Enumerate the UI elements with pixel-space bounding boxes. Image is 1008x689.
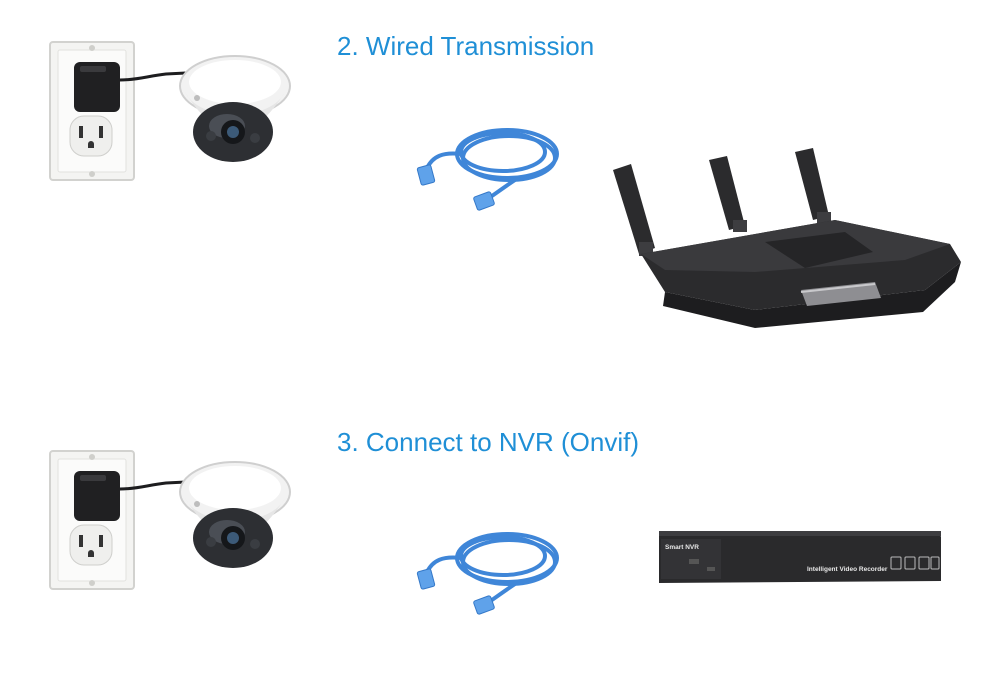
section-title-connect-to-nvr: 3. Connect to NVR (Onvif) [337,427,639,457]
nvr-recorder-icon: Smart NVR Intelligent Video Recorder [659,531,941,583]
nvr-model-label: Intelligent Video Recorder [807,566,888,573]
ethernet-cable-icon [416,128,559,211]
power-outlet-icon [49,41,187,181]
section-title-wired-transmission: 2. Wired Transmission [337,31,595,61]
dome-camera-icon [179,461,291,568]
dome-camera-icon [179,55,291,162]
wifi-router-icon [613,148,961,328]
power-outlet-icon [49,450,187,590]
nvr-brand-label: Smart NVR [665,544,699,551]
ethernet-cable-icon [416,532,559,615]
